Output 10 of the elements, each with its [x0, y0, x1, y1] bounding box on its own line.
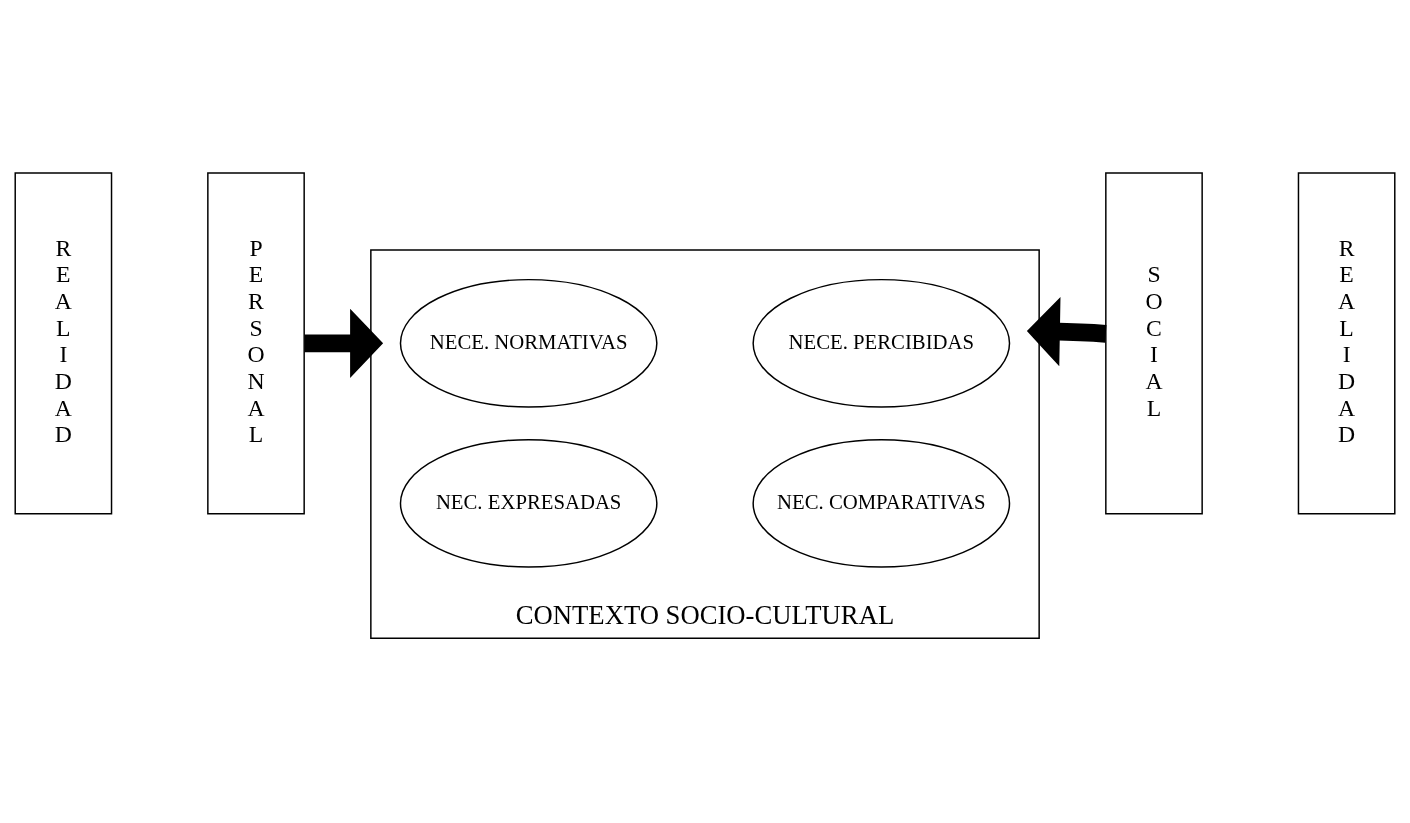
node-box: REALIDAD: [14, 172, 113, 515]
node-box: SOCIAL: [1105, 172, 1203, 515]
node-box: REALIDAD: [1297, 172, 1396, 515]
node-box: PERSONAL: [207, 172, 305, 515]
arrow: [1026, 296, 1107, 367]
node-ellipse: NECE. NORMATIVAS: [399, 278, 658, 408]
node-ellipse: NECE. PERCIBIDAS: [752, 278, 1011, 408]
arrow: [304, 308, 384, 378]
node-ellipse: NEC. EXPRESADAS: [399, 438, 658, 568]
node-ellipse: NEC. COMPARATIVAS: [752, 438, 1011, 568]
